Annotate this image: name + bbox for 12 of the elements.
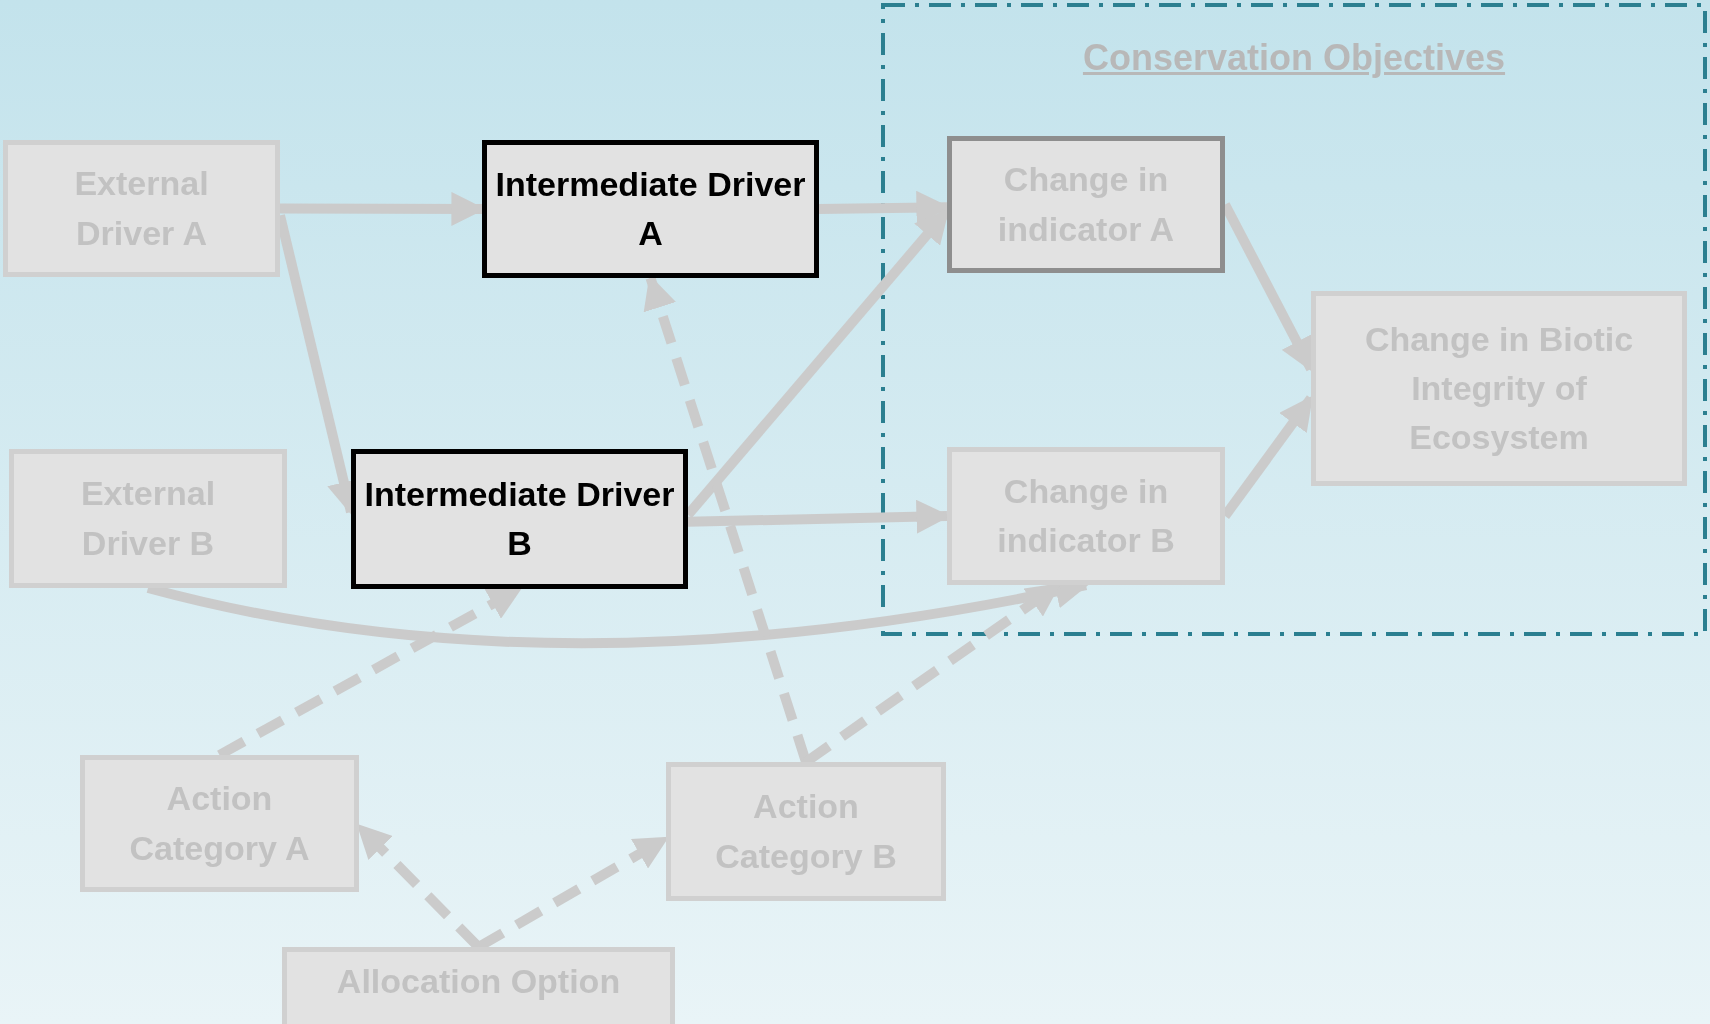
box-label: Intermediate Driver B: [363, 473, 676, 564]
process-box: [1311, 291, 1687, 486]
process-box: [351, 449, 688, 589]
process-box: [947, 136, 1225, 273]
process-box: [947, 447, 1225, 585]
process-box: [282, 947, 675, 1024]
process-box: [9, 449, 287, 588]
box-label: Intermediate Driver A: [494, 163, 807, 254]
process-box: [666, 762, 946, 901]
process-box: [80, 755, 359, 892]
process-box: [3, 140, 280, 277]
process-box: [482, 140, 819, 278]
